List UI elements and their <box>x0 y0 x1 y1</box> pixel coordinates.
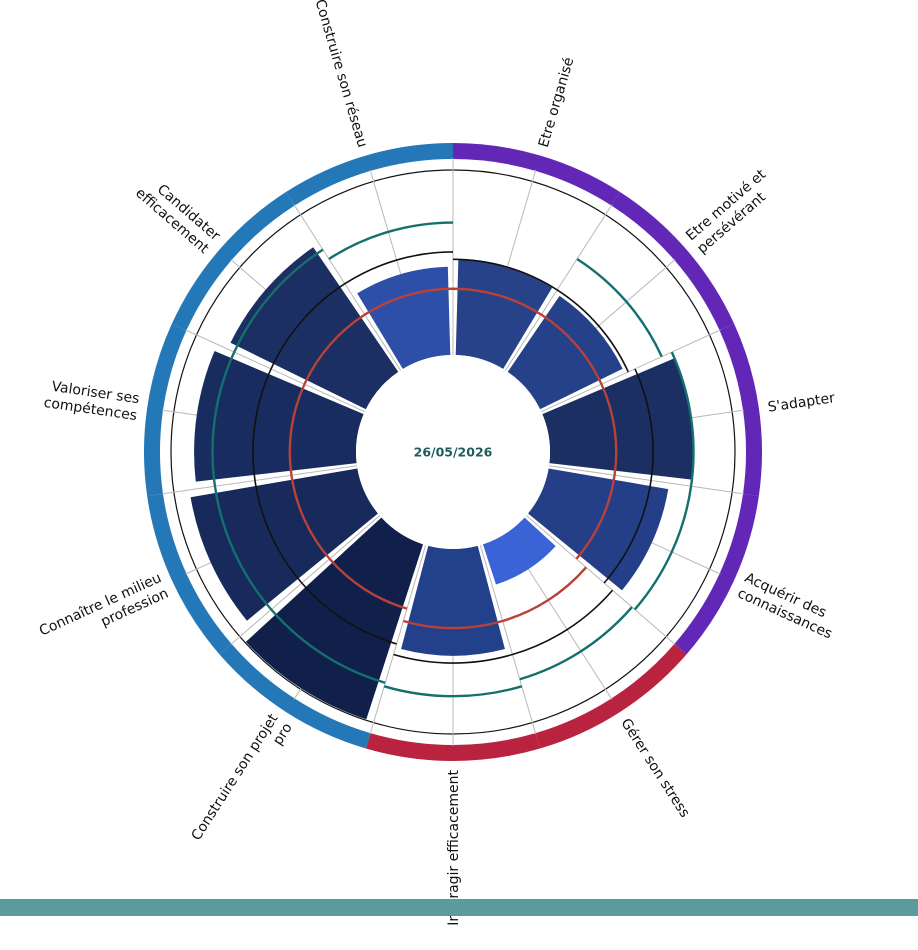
mark-teal-2 <box>576 257 663 358</box>
ring-segment-6 <box>365 733 541 762</box>
reference-marks <box>211 221 695 698</box>
ring-segment-11 <box>285 143 453 206</box>
ring-segment-10 <box>171 192 295 331</box>
mark-teal-8 <box>213 486 273 611</box>
category-label-line: Etre organisé <box>536 56 578 150</box>
mark-red-7 <box>328 558 408 610</box>
category-label-2: Etre motivé etpersévérant <box>683 166 780 257</box>
category-label-line: Interagir efficacement <box>446 770 462 926</box>
category-label-9: Valoriser sescompétences <box>43 378 141 424</box>
category-label-line: Construire son projet <box>189 711 282 844</box>
spoke-line <box>369 544 427 735</box>
category-label-10: Candidaterefficacement <box>132 172 223 257</box>
ring-segment-8 <box>147 493 232 655</box>
ring-segment-5 <box>535 643 687 749</box>
category-label-line: S'adapter <box>767 390 836 415</box>
ring-segment-4 <box>674 493 759 655</box>
category-label-6: Interagir efficacement <box>446 770 462 926</box>
mark-teal-9 <box>211 351 236 487</box>
spoke-line <box>525 515 676 645</box>
mark-red-2 <box>540 313 603 385</box>
mark-teal-3 <box>670 351 695 487</box>
mark-red-6 <box>403 619 503 630</box>
center-disc <box>356 355 550 549</box>
category-label-8: Connaître le milieuprofession <box>37 570 171 655</box>
ring-segment-7 <box>219 643 371 749</box>
category-label-4: Acquérir desconnaissances <box>735 570 842 642</box>
spoke-line <box>185 329 365 413</box>
bar-5 <box>482 517 556 585</box>
bar-3 <box>542 358 694 480</box>
spoke-line <box>541 329 721 413</box>
ring-segment-9 <box>144 323 187 496</box>
chart-bars <box>190 247 694 720</box>
mark-red-3 <box>600 383 618 476</box>
mark-black-9 <box>252 368 272 481</box>
mark-teal-11 <box>328 221 454 260</box>
spoke-line <box>293 204 401 371</box>
mark-black-11 <box>344 251 454 285</box>
category-ring <box>144 143 762 762</box>
mark-black-4 <box>603 480 652 584</box>
mark-teal-7 <box>270 608 386 684</box>
mark-red-1 <box>452 287 542 316</box>
bar-9 <box>194 351 364 482</box>
ring-segment-1 <box>453 143 621 206</box>
spoke-line <box>161 465 358 495</box>
mark-red-8 <box>290 475 331 560</box>
category-label-7: Construire son projetpro <box>189 711 297 853</box>
ring-segment-2 <box>611 192 735 331</box>
mark-black-10 <box>270 283 346 370</box>
category-label-11: Construire son réseau <box>311 0 370 149</box>
category-label-1: Etre organisé <box>536 56 578 150</box>
mark-teal-5 <box>519 606 633 681</box>
mark-black-2 <box>556 289 629 373</box>
mark-black-5 <box>512 589 614 656</box>
bar-11 <box>357 266 451 369</box>
mark-teal-4 <box>633 486 693 611</box>
mark-red-9 <box>288 383 306 476</box>
footer-teal-bar <box>0 899 918 916</box>
category-label-line: Gérer son stress <box>617 716 692 821</box>
mark-black-3 <box>634 368 654 481</box>
mark-red-11 <box>364 287 454 316</box>
spoke-line <box>548 465 745 495</box>
bar-2 <box>507 295 623 410</box>
bar-10 <box>230 247 399 410</box>
spoke-line <box>230 515 381 645</box>
spoke-line <box>479 544 537 735</box>
mark-red-10 <box>303 313 366 385</box>
mark-teal-6 <box>383 685 523 698</box>
mark-red-5 <box>502 566 588 623</box>
mark-red-4 <box>575 475 616 560</box>
mark-black-1 <box>452 258 558 291</box>
category-label-line: Construire son réseau <box>311 0 370 149</box>
bar-8 <box>190 468 378 621</box>
center-date-label: 26/05/2026 <box>414 445 493 460</box>
spoke-line <box>505 204 613 371</box>
mark-black-6 <box>393 653 513 664</box>
mark-black-8 <box>254 480 303 584</box>
ring-segment-3 <box>719 323 762 496</box>
bar-6 <box>401 545 505 656</box>
bar-7 <box>245 517 424 720</box>
category-label-5: Gérer son stress <box>617 716 692 821</box>
mark-black-7 <box>301 582 397 645</box>
mark-teal-10 <box>233 248 324 353</box>
bar-1 <box>455 259 553 369</box>
category-label-3: S'adapter <box>767 390 836 415</box>
